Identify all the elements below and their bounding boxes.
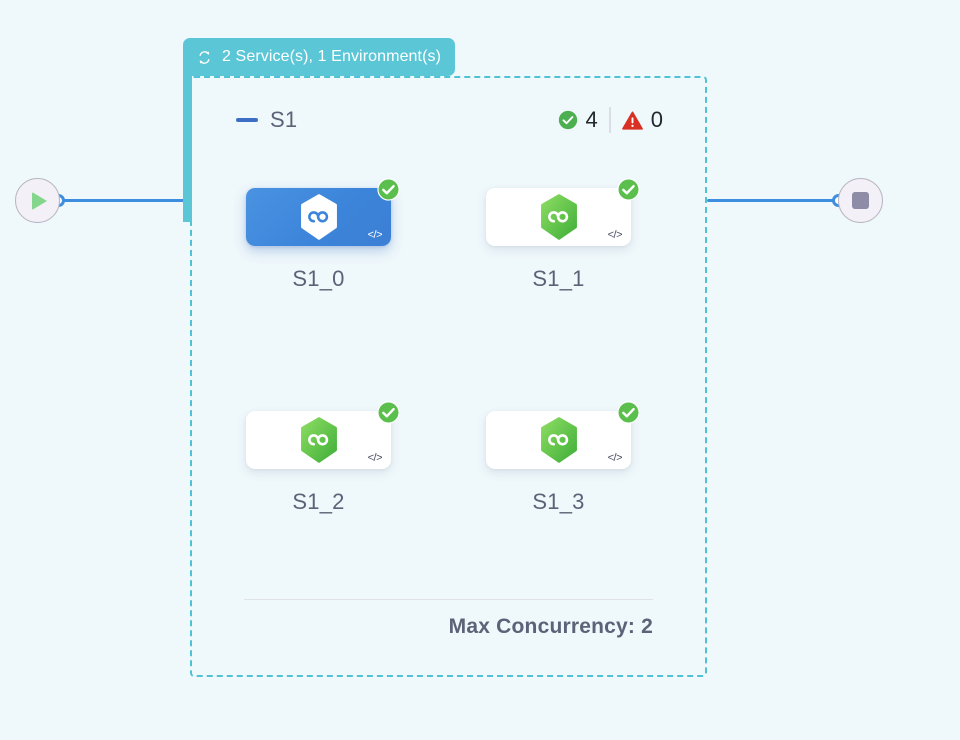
service-node-label: S1_1 <box>532 266 585 291</box>
code-icon[interactable]: </> <box>367 452 383 464</box>
warning-triangle-icon <box>621 111 643 130</box>
node-status-badge <box>377 178 400 201</box>
service-node-card[interactable]: </> <box>486 401 640 469</box>
play-icon <box>32 191 47 210</box>
code-icon[interactable]: </> <box>607 229 623 241</box>
success-count: 4 <box>585 107 598 132</box>
loop-icon <box>199 50 210 64</box>
group-name-wrap: S1 <box>236 107 297 133</box>
minus-icon[interactable] <box>236 118 258 122</box>
group-name: S1 <box>270 107 298 132</box>
start-node[interactable] <box>15 178 60 223</box>
service-node-card[interactable]: </> <box>246 178 400 246</box>
footer-divider <box>244 599 653 600</box>
warning-count: 0 <box>650 107 663 132</box>
service-node-card[interactable]: </> <box>486 178 640 246</box>
service-node-s1-0[interactable]: </> S1_0 <box>246 178 400 292</box>
code-icon[interactable]: </> <box>607 452 623 464</box>
check-circle-icon <box>377 401 400 424</box>
node-status-badge <box>617 401 640 424</box>
max-concurrency-label: Max Concurrency: 2 <box>448 615 653 638</box>
code-icon[interactable]: </> <box>367 229 383 241</box>
service-node-label: S1_2 <box>292 489 345 514</box>
group-spine <box>183 70 192 222</box>
edge-start-to-group <box>62 199 190 202</box>
group-header-title: 2 Service(s), 1 Environment(s) <box>222 48 442 65</box>
hexagon-infinity-icon <box>540 417 577 463</box>
hexagon-infinity-icon <box>300 194 337 240</box>
hexagon-infinity-icon <box>540 194 577 240</box>
stop-icon <box>852 192 869 209</box>
service-node-label: S1_0 <box>292 266 345 291</box>
node-status-badge <box>377 401 400 424</box>
edge-group-to-end <box>707 199 839 202</box>
group-toolbar: S1 4 0 <box>236 106 663 134</box>
status-warning: 0 <box>621 107 663 133</box>
check-circle-icon <box>617 401 640 424</box>
status-divider <box>608 107 611 133</box>
check-circle-icon <box>377 178 400 201</box>
hexagon-infinity-icon <box>300 417 337 463</box>
status-success: 4 <box>558 107 598 133</box>
service-node-s1-1[interactable]: </> S1_1 <box>486 178 640 292</box>
end-node[interactable] <box>838 178 883 223</box>
service-node-label: S1_3 <box>532 489 585 514</box>
check-circle-icon <box>558 110 577 130</box>
node-status-badge <box>617 178 640 201</box>
group-status-summary: 4 0 <box>558 107 663 133</box>
check-circle-icon <box>617 178 640 201</box>
service-node-s1-3[interactable]: </> S1_3 <box>486 401 640 515</box>
service-node-s1-2[interactable]: </> S1_2 <box>246 401 400 515</box>
service-node-card[interactable]: </> <box>246 401 400 469</box>
group-container[interactable]: S1 4 0 <box>190 76 707 677</box>
group-header[interactable]: 2 Service(s), 1 Environment(s) <box>183 38 456 76</box>
